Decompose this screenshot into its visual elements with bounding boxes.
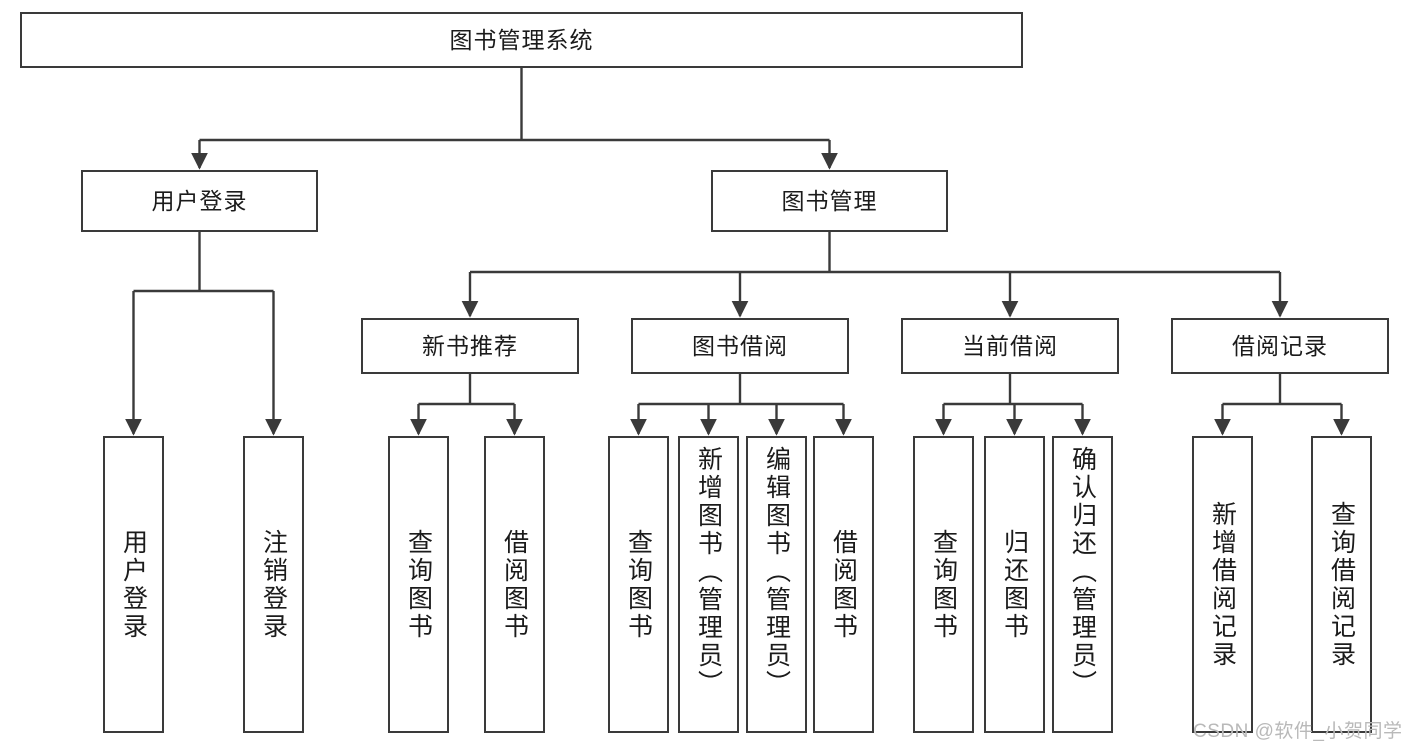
leaf-node-leaf-cur-query-book[interactable]: 查询图书 [913, 436, 974, 733]
leaf-node-leaf-rec-query-book[interactable]: 查询图书 [388, 436, 449, 733]
node-label: 新书推荐 [422, 332, 518, 359]
level3-node-current-borrow[interactable]: 当前借阅 [901, 318, 1119, 374]
node-label: 归还图书 [1000, 528, 1029, 641]
node-label: 新增借阅记录 [1208, 500, 1237, 669]
node-label: 用户登录 [151, 187, 248, 214]
leaf-node-leaf-rec-add-record[interactable]: 新增借阅记录 [1192, 436, 1253, 733]
node-label: 当前借阅 [962, 332, 1058, 359]
level2-node-user-login[interactable]: 用户登录 [81, 170, 318, 232]
node-label: 编辑图书（管理员） [762, 446, 791, 698]
csdn-watermark: CSDN @软件_小贺同学 [1193, 721, 1403, 742]
node-label: 查询图书 [404, 528, 433, 641]
node-label: 新增图书（管理员） [694, 446, 723, 698]
leaf-node-leaf-rec-query-record[interactable]: 查询借阅记录 [1311, 436, 1372, 733]
node-label: 查询图书 [624, 528, 653, 641]
node-label: 图书借阅 [692, 332, 788, 359]
node-label: 借阅图书 [829, 528, 858, 641]
leaf-node-leaf-cur-return-book[interactable]: 归还图书 [984, 436, 1045, 733]
leaf-node-leaf-user-login[interactable]: 用户登录 [103, 436, 164, 733]
node-label: 用户登录 [119, 528, 148, 641]
root-node-root[interactable]: 图书管理系统 [20, 12, 1023, 68]
leaf-node-leaf-borrow-borrow-book[interactable]: 借阅图书 [813, 436, 874, 733]
level3-node-borrow-record[interactable]: 借阅记录 [1171, 318, 1389, 374]
leaf-node-leaf-borrow-add-book[interactable]: 新增图书（管理员） [678, 436, 739, 733]
node-label: 查询借阅记录 [1327, 500, 1356, 669]
node-label: 借阅图书 [500, 528, 529, 641]
node-label: 查询图书 [929, 528, 958, 641]
level2-node-book-manage[interactable]: 图书管理 [711, 170, 948, 232]
leaf-node-leaf-rec-borrow-book[interactable]: 借阅图书 [484, 436, 545, 733]
node-label: 借阅记录 [1232, 332, 1328, 359]
leaf-node-leaf-borrow-edit-book[interactable]: 编辑图书（管理员） [746, 436, 807, 733]
node-label: 注销登录 [259, 528, 288, 641]
node-label: 确认归还（管理员） [1068, 446, 1097, 698]
leaf-node-leaf-borrow-query-book[interactable]: 查询图书 [608, 436, 669, 733]
node-label: 图书管理系统 [449, 26, 594, 53]
level3-node-book-borrow[interactable]: 图书借阅 [631, 318, 849, 374]
leaf-node-leaf-cur-confirm-return[interactable]: 确认归还（管理员） [1052, 436, 1113, 733]
level3-node-new-book-rec[interactable]: 新书推荐 [361, 318, 579, 374]
node-label: 图书管理 [781, 187, 878, 214]
leaf-node-leaf-user-logout[interactable]: 注销登录 [243, 436, 304, 733]
